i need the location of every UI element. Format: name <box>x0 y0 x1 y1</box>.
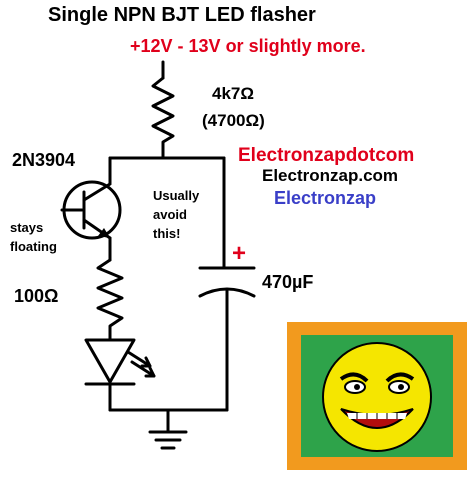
avoid-note: Usually avoid this! <box>153 188 200 241</box>
led-icon <box>84 338 136 384</box>
top-resistor-alt-value: (4700Ω) <box>202 111 265 130</box>
led-arrow-1 <box>126 350 152 368</box>
ground-icon <box>148 430 188 450</box>
electronzap-logo <box>287 322 467 470</box>
brand-line-3: Electronzap <box>274 188 377 208</box>
brand-line-2: Electronzap.com <box>262 166 399 185</box>
base-floating-note: stays floating <box>10 220 57 254</box>
collector-lead <box>82 182 112 202</box>
resistor-icon <box>96 258 124 342</box>
supply-voltage-label: +12V - 13V or slightly more. <box>130 36 366 56</box>
resistor-icon <box>151 76 175 160</box>
top-resistor-value: 4k7Ω <box>212 84 254 103</box>
capacitor-polarity: + <box>232 240 247 267</box>
bottom-resistor-value: 100Ω <box>14 286 59 306</box>
smiley-face-icon <box>322 342 432 452</box>
led-arrow-2 <box>130 360 156 378</box>
capacitor-value: 470µF <box>262 272 314 292</box>
diagram-title: Single NPN BJT LED flasher <box>48 4 316 26</box>
brand-line-1: Electronzapdotcom <box>238 145 415 166</box>
emitter-arrow-icon <box>98 228 110 238</box>
logo-green-panel <box>301 335 453 457</box>
transistor-part-label: 2N3904 <box>12 150 76 170</box>
